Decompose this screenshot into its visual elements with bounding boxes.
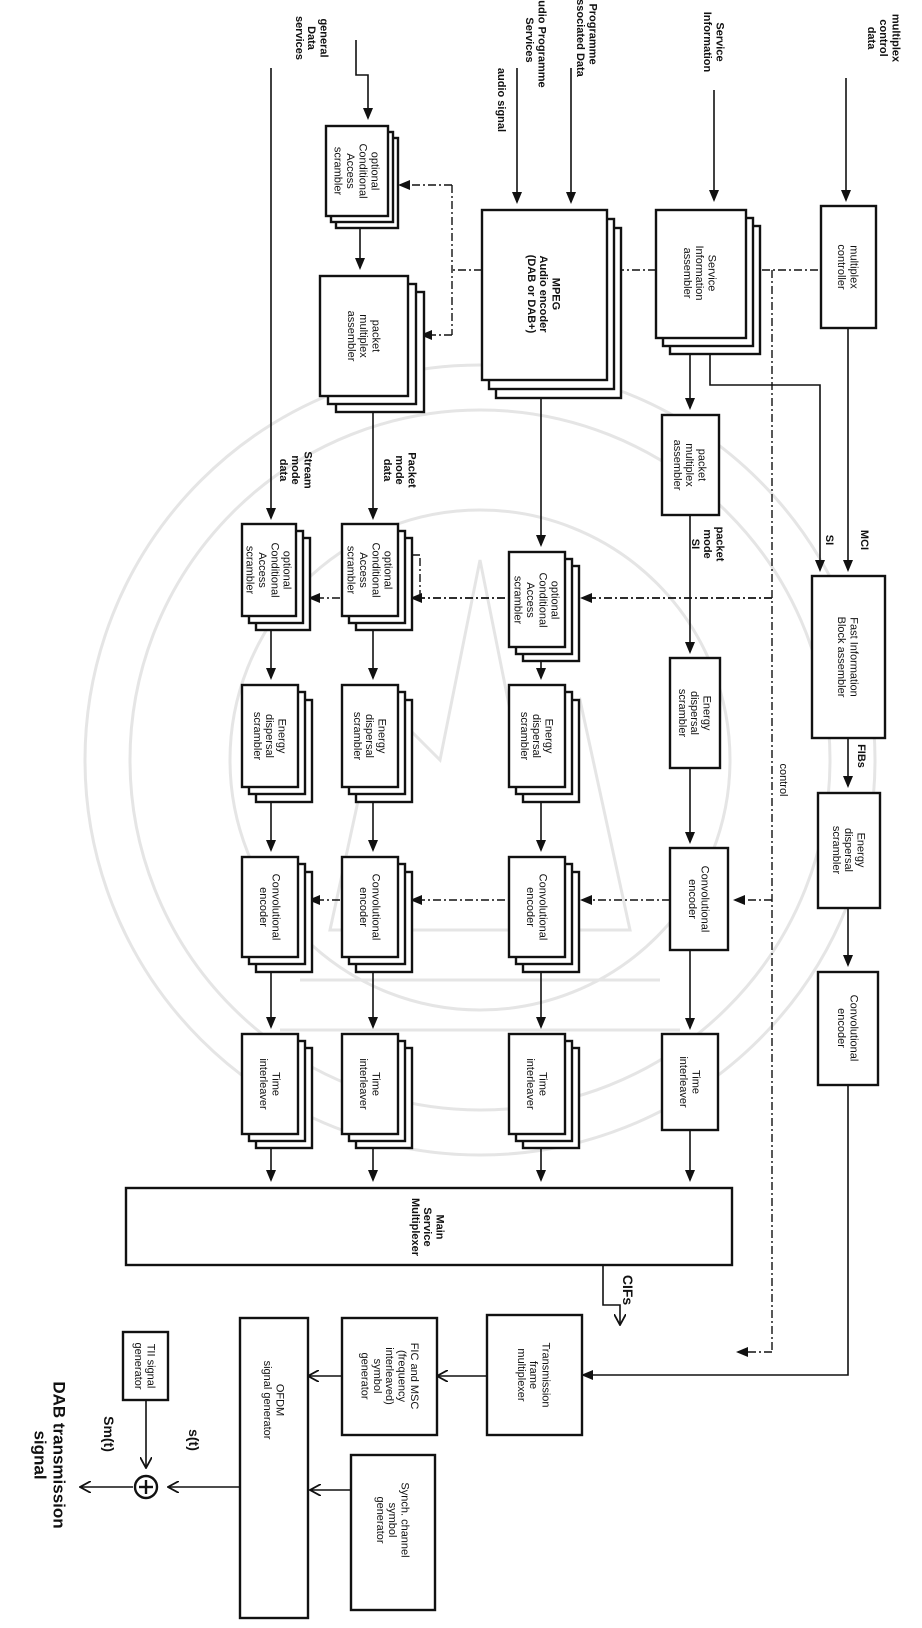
summing-junction-icon (135, 1476, 157, 1498)
label-multiplex-controller: multiplexcontroller (835, 244, 859, 290)
label-multiplex-control-data: multiplexcontroldata (865, 14, 902, 63)
label-packet-mode-data: Packetmodedata (381, 452, 418, 488)
label-fib-assembler: Fast InformationBlock assembler (835, 617, 859, 698)
label-output: DAB transmissionsignal (30, 1381, 68, 1528)
label-energy-si: Energydispersalscrambler (676, 689, 713, 738)
label-energy-audio: Energydispersalscrambler (518, 712, 555, 761)
label-stream-mode-data: Streammodedata (277, 451, 314, 489)
watermark-seal (85, 365, 875, 1155)
label-energy-packet: Energydispersalscrambler (351, 712, 388, 761)
packet-column-blocks (342, 524, 412, 1148)
label-control: control (777, 763, 789, 796)
label-s-t: s(t) (186, 1429, 202, 1451)
label-si: SI (823, 535, 835, 545)
ofdm-generator-block (240, 1318, 308, 1618)
stream-column-blocks (242, 524, 312, 1148)
label-fic-msc-gen: FIC and MSC(frequencyinterleaved)symbolg… (359, 1343, 420, 1410)
label-audio-signal: audio signal (495, 68, 507, 132)
label-service-information: ServiceInformation (701, 12, 725, 73)
label-tii-gen: TII signalgenerator (132, 1342, 156, 1389)
audio-column-blocks (509, 552, 579, 1148)
label-fibs: FIBs (855, 744, 867, 768)
label-mci: MCI (858, 530, 870, 550)
label-cifs: CIFs (620, 1275, 636, 1306)
label-energy-stream: Energydispersalscrambler (251, 712, 288, 761)
label-sm-t: Sm(t) (101, 1416, 117, 1452)
label-energy-fic: Energydispersalscrambler (830, 826, 867, 875)
label-packet-mode-si: packetmodeSI (689, 527, 726, 562)
label-programme-associated-data: ProgrammeAssociated Data (574, 0, 598, 78)
label-general-data-services: generalDataservices (293, 16, 330, 60)
label-audio-programme-services: Audio ProgrammeServices (523, 0, 547, 88)
